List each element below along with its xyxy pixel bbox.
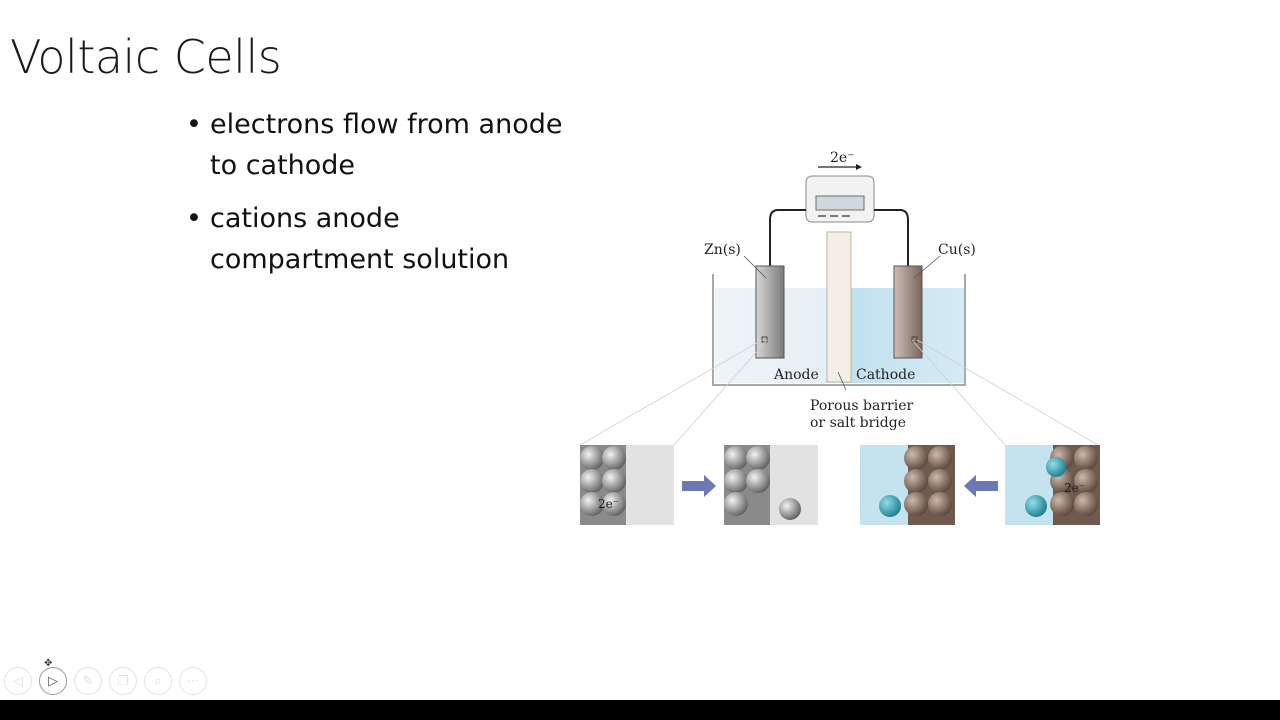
- anode-inset-before: 2e⁻: [580, 445, 674, 525]
- previous-slide-button[interactable]: ◁: [4, 667, 32, 695]
- voltaic-cell-svg: 2e⁻ Zn(s) Cu(s) Anode Cathode: [579, 150, 1100, 525]
- copper-ion: [1025, 495, 1047, 517]
- next-slide-button[interactable]: ▷: [39, 667, 67, 695]
- wire-left: [769, 209, 806, 268]
- bullet-item: • cations anode compartment solution: [186, 198, 586, 280]
- zinc-zoom-marker: [761, 336, 768, 343]
- slides-icon: ❐: [117, 673, 129, 689]
- letterbox-bar: [0, 700, 1280, 720]
- electron-flow-label: 2e⁻: [830, 150, 855, 166]
- bullet-item: • electrons flow from anode to cathode: [186, 104, 586, 186]
- zoom-button[interactable]: ⌕: [144, 667, 172, 695]
- zoom-line: [579, 339, 763, 446]
- slides-button[interactable]: ❐: [109, 667, 137, 695]
- copper-label: Cu(s): [938, 242, 976, 258]
- more-icon: ⋯: [186, 673, 200, 689]
- cursor-icon: ✥: [44, 658, 53, 669]
- bullet-text: cations anode compartment solution: [210, 203, 510, 275]
- beaker: [712, 274, 966, 386]
- bullet-marker: •: [186, 203, 202, 234]
- bullet-list: • electrons flow from anode to cathode •…: [186, 104, 586, 292]
- bullet-text: electrons flow from anode to cathode: [210, 109, 563, 181]
- voltmeter-icon: [805, 175, 875, 223]
- copper-leader-line: [913, 255, 941, 279]
- arrow-head-icon: [856, 164, 862, 170]
- slide: Voltaic Cells • electrons flow from anod…: [10, 30, 1110, 540]
- zoom-line: [911, 339, 1006, 446]
- zinc-label: Zn(s): [704, 242, 741, 258]
- barrier-label-line2: or salt bridge: [810, 415, 906, 431]
- zinc-leader-line: [743, 255, 767, 279]
- zoom-line: [916, 339, 1099, 446]
- cathode-label: Cathode: [856, 367, 915, 383]
- bullet-marker: •: [186, 109, 202, 140]
- slideshow-toolbar: ◁ ▷ ✎ ❐ ⌕ ⋯: [4, 666, 207, 696]
- anode-label: Anode: [773, 367, 819, 383]
- cathode-inset-before: 2e⁻: [1005, 445, 1100, 525]
- pen-button[interactable]: ✎: [74, 667, 102, 695]
- magnifier-icon: ⌕: [154, 673, 162, 689]
- more-button[interactable]: ⋯: [179, 667, 207, 695]
- copper-electrode: [893, 265, 923, 359]
- inset-electron-label: 2e⁻: [1064, 481, 1085, 495]
- inset-electron-label: 2e⁻: [598, 497, 619, 511]
- zoom-line: [673, 339, 768, 446]
- copper-zoom-marker: [911, 336, 918, 343]
- wire-right: [874, 209, 909, 268]
- zinc-electrode: [755, 265, 785, 359]
- pen-icon: ✎: [82, 673, 94, 689]
- slide-title: Voltaic Cells: [10, 30, 282, 84]
- arrow-left-icon: ◁: [13, 673, 23, 689]
- copper-ion: [1046, 457, 1066, 477]
- anode-inset-after: [724, 445, 818, 525]
- salt-bridge: [826, 231, 852, 383]
- copper-ion: [879, 495, 901, 517]
- voltaic-cell-diagram: 2e⁻ Zn(s) Cu(s) Anode Cathode: [570, 140, 1110, 540]
- arrow-right-icon: [682, 475, 716, 497]
- barrier-leader-line: [837, 371, 847, 391]
- arrow-left-icon: [964, 475, 998, 497]
- barrier-label-line1: Porous barrier: [810, 398, 914, 414]
- play-icon: ▷: [48, 673, 58, 689]
- zinc-ion: [779, 498, 801, 520]
- cathode-inset-after: [860, 445, 955, 525]
